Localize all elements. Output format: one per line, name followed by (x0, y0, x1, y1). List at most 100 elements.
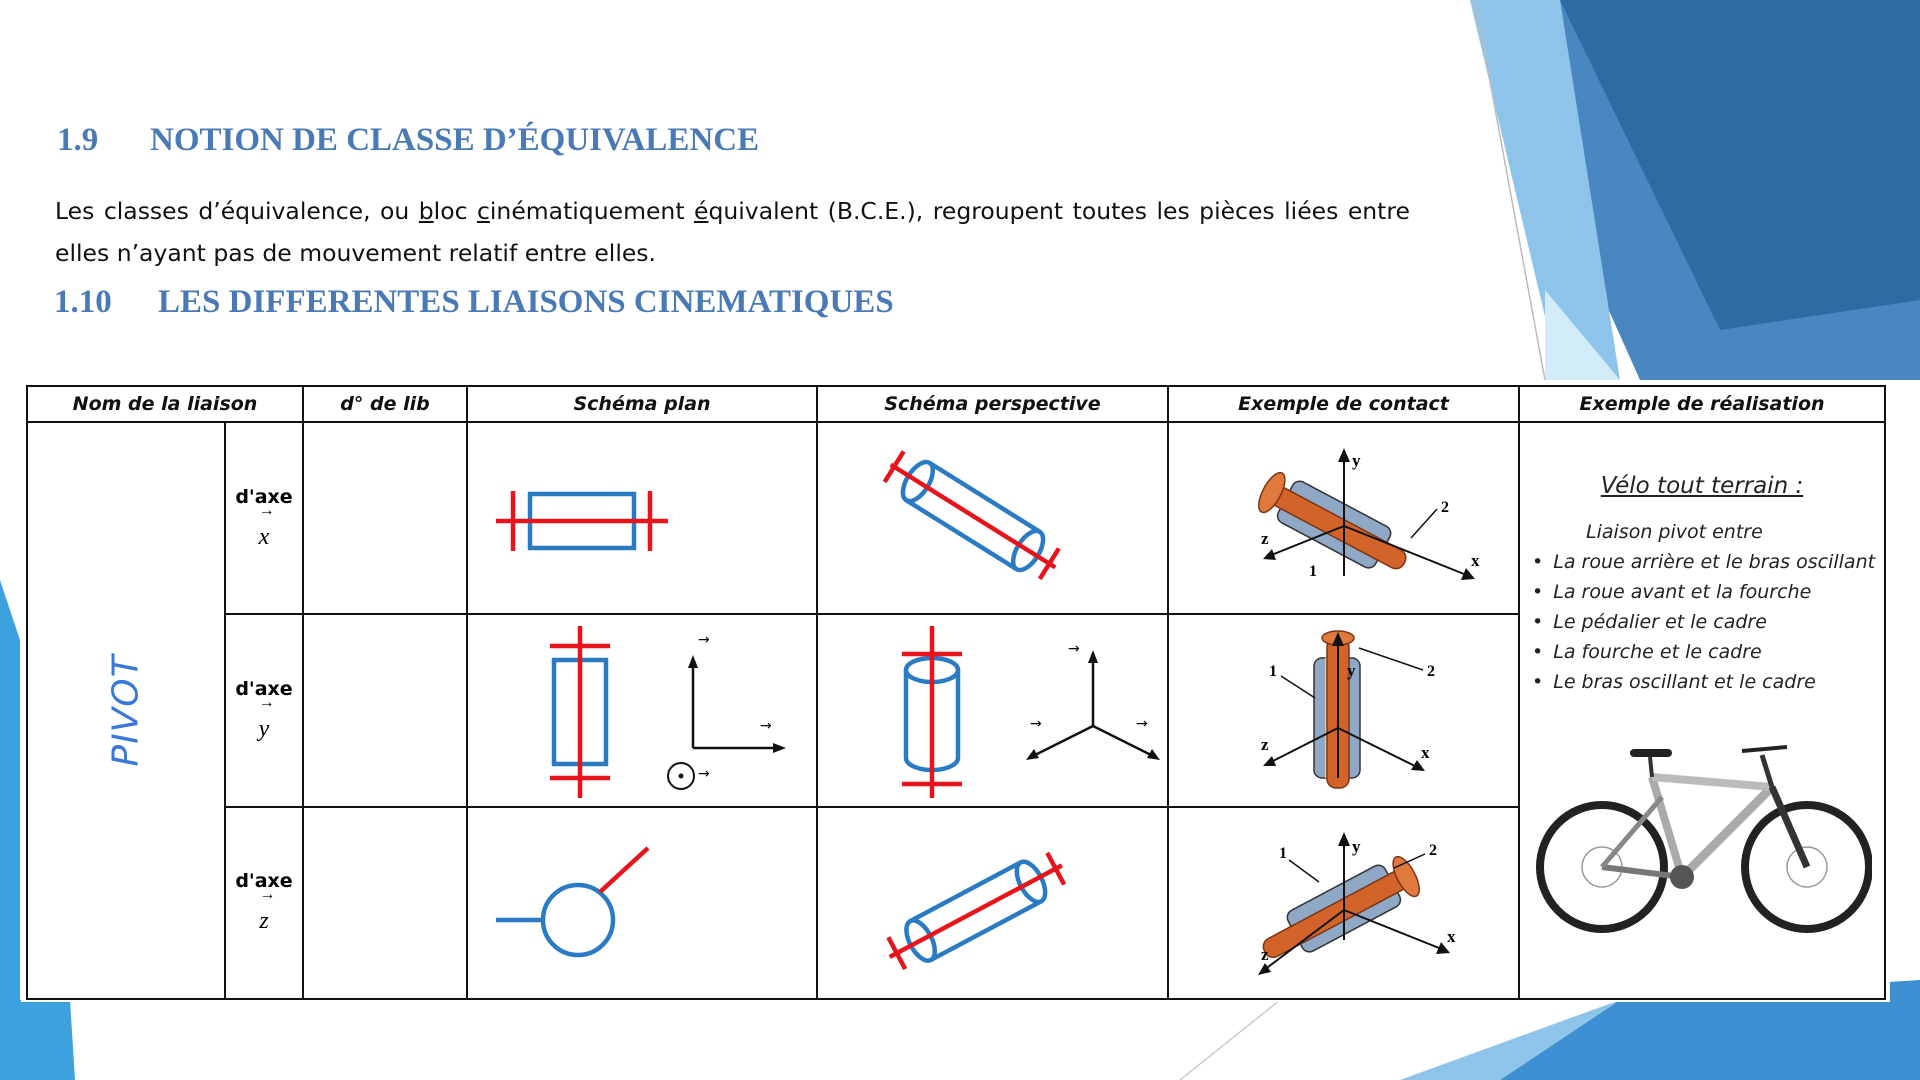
axis-letter: y (258, 715, 270, 742)
table-row: d'axe →y → → → (27, 613, 1885, 808)
realisation-intro: Liaison pivot entre (1586, 521, 1763, 543)
paragraph-underlined-letter: é (694, 197, 709, 225)
bg-shape-left-bottom (20, 1000, 75, 1080)
liaison-name: PIVOT (105, 654, 147, 767)
svg-text:→: → (1136, 716, 1148, 732)
axis-cell-y: d'axe →y (223, 613, 305, 808)
schema-perspective-z (816, 805, 1170, 1001)
pivot-contact-y-illustration: y x z 1 2 (1261, 630, 1435, 789)
axis-label: d'axe (235, 485, 293, 508)
header-nom-liaison: Nom de la liaison (25, 385, 305, 423)
table-row: PIVOT d'axe →x (26, 420, 1887, 1000)
svg-text:z: z (1261, 529, 1269, 548)
axis-cell-x: d'axe →x (223, 420, 305, 616)
table-row: d'axe →z (27, 805, 1885, 1001)
axis-vector-x: →x (258, 502, 275, 551)
svg-text:1: 1 (1279, 845, 1287, 862)
liaisons-table-container: Nom de la liaison d° de lib Schéma plan … (21, 380, 1890, 1002)
schema-plan-x (466, 420, 819, 616)
table-header-row: Nom de la liaison d° de lib Schéma plan … (25, 385, 1887, 423)
section-number: 1.9 (57, 122, 99, 158)
contact-example-x: y x z 1 2 (1167, 420, 1521, 616)
axis-label: d'axe (235, 677, 293, 700)
mountain-bike-illustration (1536, 745, 1873, 933)
ddl-cell (302, 613, 469, 808)
schema-perspective-y: → → → (816, 613, 1170, 808)
axis-vector-z: →z (259, 886, 275, 935)
bg-shape-light-top (1470, 0, 1620, 380)
svg-text:z: z (1261, 735, 1269, 754)
svg-text:y: y (1347, 661, 1356, 680)
pivot-perspective-z-diagram (886, 852, 1067, 971)
bg-shape-blue-bottom (1500, 980, 1920, 1080)
schema-perspective-x (816, 420, 1170, 616)
header-degres-liberte: d° de lib (302, 385, 469, 423)
pivot-contact-x-illustration: y x z 1 2 (1258, 447, 1480, 580)
svg-text:y: y (1352, 837, 1361, 856)
vector-arrow: → (258, 501, 275, 519)
pivot-plan-y-diagram: → → → (550, 625, 787, 798)
svg-text:1: 1 (1269, 663, 1277, 680)
equivalence-paragraph: Les classes d’équivalence, ou bloc ciném… (55, 190, 1410, 274)
list-item: La roue avant et la fourche (1532, 577, 1884, 607)
list-item: La fourche et le cadre (1532, 637, 1884, 667)
pivot-plan-x-diagram (496, 490, 669, 551)
schema-plan-z (466, 805, 819, 1001)
svg-text:→: → (698, 632, 710, 648)
paragraph-text: loc (433, 197, 477, 225)
section-title: LES DIFFERENTES LIAISONS CINEMATIQUES (158, 284, 894, 320)
paragraph-underlined-letter: c (476, 197, 490, 225)
paragraph-underlined-letter: b (418, 197, 434, 225)
bg-shape-light-bottom (1400, 1000, 1620, 1080)
bg-shape-dark-top (1560, 0, 1920, 330)
svg-text:z: z (1261, 945, 1269, 964)
svg-text:→: → (1030, 716, 1042, 732)
realisation-list: La roue arrière et le bras oscillant La … (1520, 547, 1884, 697)
header-schema-plan: Schéma plan (466, 385, 819, 423)
bg-shape-left (0, 580, 20, 1080)
svg-text:x: x (1447, 927, 1456, 946)
pivot-perspective-x-diagram (882, 449, 1061, 580)
svg-text:→: → (760, 718, 772, 734)
axis-letter: z (259, 908, 269, 935)
pivot-perspective-y-diagram: → → → (902, 625, 1161, 798)
ddl-cell (302, 420, 469, 616)
section-title: NOTION DE CLASSE D’ÉQUIVALENCE (150, 122, 760, 158)
realisation-cell: Vélo tout terrain : Liaison pivot entre … (1518, 421, 1887, 1000)
list-item: La roue arrière et le bras oscillant (1532, 547, 1884, 577)
header-exemple-contact: Exemple de contact (1167, 385, 1521, 423)
realisation-title: Vélo tout terrain : (1600, 473, 1804, 499)
vector-arrow: → (258, 693, 275, 711)
axis-letter: x (258, 523, 270, 550)
axis-vector-y: →y (258, 694, 275, 743)
svg-text:x: x (1421, 743, 1430, 762)
contact-example-y: y x z 1 2 (1167, 613, 1521, 808)
paragraph-text: Les classes d’équivalence, ou (55, 197, 419, 225)
pivot-contact-z-illustration: y x z 1 2 (1258, 832, 1456, 976)
header-exemple-realisation: Exemple de réalisation (1518, 385, 1887, 423)
liaisons-table: Nom de la liaison d° de lib Schéma plan … (25, 385, 1887, 1001)
list-item: Le bras oscillant et le cadre (1532, 667, 1884, 697)
bg-line-top (1474, 0, 1546, 381)
schema-plan-y: → → → (466, 613, 819, 808)
paragraph-text: inématiquement (489, 197, 694, 225)
header-schema-perspective: Schéma perspective (816, 385, 1170, 423)
svg-text:2: 2 (1429, 842, 1437, 859)
bg-shape-pale-top (1545, 290, 1620, 380)
ddl-cell (302, 805, 469, 1001)
svg-text:→: → (1068, 641, 1080, 657)
liaison-name-cell: PIVOT (26, 421, 226, 1000)
section-number: 1.10 (54, 284, 112, 320)
axis-label: d'axe (235, 870, 293, 893)
svg-text:x: x (1471, 551, 1480, 570)
svg-text:2: 2 (1427, 663, 1435, 680)
svg-text:1: 1 (1309, 563, 1317, 580)
section-heading-1-9: 1.9 NOTION DE CLASSE D’ÉQUIVALENCE (57, 122, 759, 159)
svg-text:2: 2 (1441, 499, 1449, 516)
section-heading-1-10: 1.10 LES DIFFERENTES LIAISONS CINEMATIQUE… (54, 284, 894, 321)
vector-arrow: → (259, 886, 276, 904)
paragraph-text: quivalent (B.C.E.), regroupent toutes le… (55, 197, 1410, 267)
bg-line-bottom (1179, 999, 1281, 1080)
